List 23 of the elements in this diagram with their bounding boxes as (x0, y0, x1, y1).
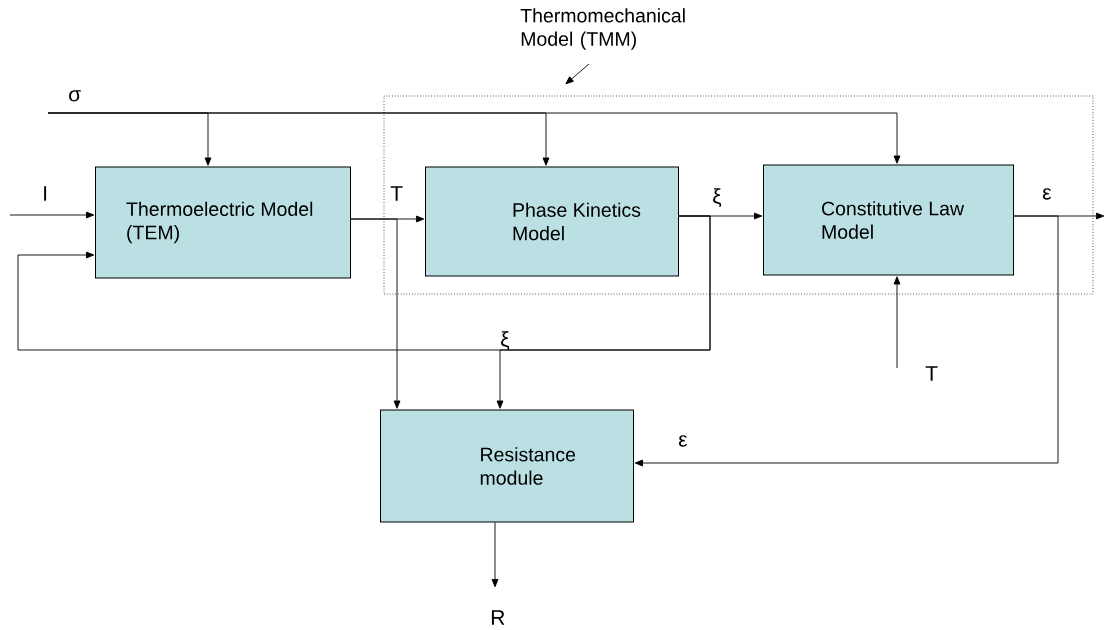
dotted-boundary-box (383, 95, 1094, 295)
leader-arrow (565, 63, 590, 85)
signal-arrow (491, 522, 499, 588)
signal-arrow (9, 211, 95, 219)
signal-symbol: ξ (501, 331, 510, 351)
signal-symbol: T (925, 366, 938, 381)
annotation-text: Thermomechanical Model (TMM) (520, 8, 685, 50)
model-box: Constitutive Law Model (763, 164, 1014, 276)
model-box: Resistance module (380, 409, 634, 523)
signal-symbol: I (44, 186, 47, 201)
signal-symbol: σ (69, 90, 81, 102)
signal-symbol: ε (678, 435, 688, 447)
signal-arrow (47, 112, 901, 164)
signal-arrow (496, 215, 711, 409)
signal-symbol: ε (1042, 188, 1052, 200)
model-box: Thermoelectric Model (TEM) (95, 166, 351, 279)
signal-symbol: ξ (713, 188, 722, 208)
signal-arrow (350, 218, 401, 409)
signal-arrow (893, 276, 901, 369)
signal-symbol: R (491, 610, 505, 625)
signal-arrow (634, 215, 1059, 467)
model-box: Phase Kinetics Model (425, 166, 679, 277)
signal-symbol: T (390, 186, 403, 201)
